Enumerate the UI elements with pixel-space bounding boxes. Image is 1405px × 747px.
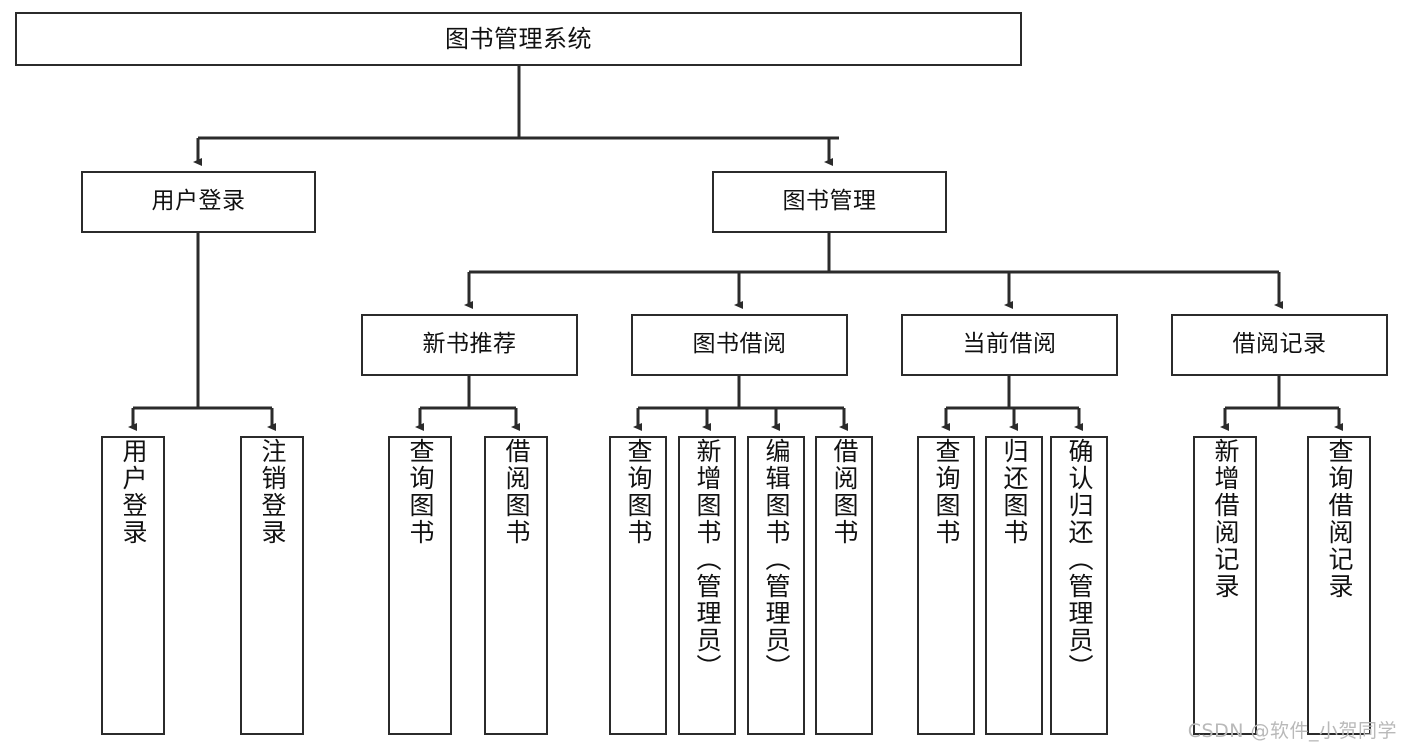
node-leaf-user-logout-label: 注销登录 — [258, 438, 287, 546]
node-leaf-query-book-recommend[interactable]: 查询图书 — [388, 436, 452, 735]
node-book-borrow[interactable]: 图书借阅 — [631, 314, 848, 376]
node-user-login-label: 用户登录 — [151, 188, 246, 215]
node-leaf-return-book[interactable]: 归还图书 — [985, 436, 1043, 735]
node-leaf-add-borrow-record[interactable]: 新增借阅记录 — [1193, 436, 1257, 735]
node-leaf-user-login-label: 用户登录 — [119, 438, 148, 546]
node-leaf-query-book-borrow[interactable]: 查询图书 — [609, 436, 667, 735]
node-leaf-user-login[interactable]: 用户登录 — [101, 436, 165, 735]
node-new-book-recommend-label: 新书推荐 — [422, 331, 517, 358]
node-root[interactable]: 图书管理系统 — [15, 12, 1022, 66]
node-leaf-query-book-recommend-label: 查询图书 — [406, 438, 435, 546]
node-leaf-user-logout[interactable]: 注销登录 — [240, 436, 304, 735]
node-borrow-record[interactable]: 借阅记录 — [1171, 314, 1388, 376]
node-leaf-return-book-label: 归还图书 — [1000, 438, 1029, 546]
node-root-label: 图书管理系统 — [445, 24, 592, 53]
node-current-borrow[interactable]: 当前借阅 — [901, 314, 1118, 376]
node-leaf-borrow-book-recommend-label: 借阅图书 — [502, 438, 531, 546]
node-current-borrow-label: 当前借阅 — [962, 331, 1057, 358]
node-user-login[interactable]: 用户登录 — [81, 171, 316, 233]
node-leaf-add-borrow-record-label: 新增借阅记录 — [1211, 438, 1240, 600]
node-leaf-query-book-current-label: 查询图书 — [932, 438, 961, 546]
node-leaf-borrow-book-label: 借阅图书 — [830, 438, 859, 546]
node-borrow-record-label: 借阅记录 — [1232, 331, 1327, 358]
node-leaf-add-book-admin[interactable]: 新增图书（管理员） — [678, 436, 736, 735]
node-leaf-query-borrow-record[interactable]: 查询借阅记录 — [1307, 436, 1371, 735]
node-book-borrow-label: 图书借阅 — [692, 331, 787, 358]
node-book-management-label: 图书管理 — [782, 188, 877, 215]
node-leaf-borrow-book-recommend[interactable]: 借阅图书 — [484, 436, 548, 735]
node-leaf-confirm-return-admin-label: 确认归还（管理员） — [1065, 438, 1094, 681]
node-leaf-confirm-return-admin[interactable]: 确认归还（管理员） — [1050, 436, 1108, 735]
node-leaf-borrow-book[interactable]: 借阅图书 — [815, 436, 873, 735]
node-new-book-recommend[interactable]: 新书推荐 — [361, 314, 578, 376]
node-leaf-query-borrow-record-label: 查询借阅记录 — [1325, 438, 1354, 600]
node-leaf-edit-book-admin-label: 编辑图书（管理员） — [762, 438, 791, 681]
node-leaf-query-book-current[interactable]: 查询图书 — [917, 436, 975, 735]
watermark-text: CSDN @软件_小贺同学 — [1187, 720, 1397, 742]
node-leaf-query-book-borrow-label: 查询图书 — [624, 438, 653, 546]
node-leaf-add-book-admin-label: 新增图书（管理员） — [693, 438, 722, 681]
node-leaf-edit-book-admin[interactable]: 编辑图书（管理员） — [747, 436, 805, 735]
node-book-management[interactable]: 图书管理 — [712, 171, 947, 233]
